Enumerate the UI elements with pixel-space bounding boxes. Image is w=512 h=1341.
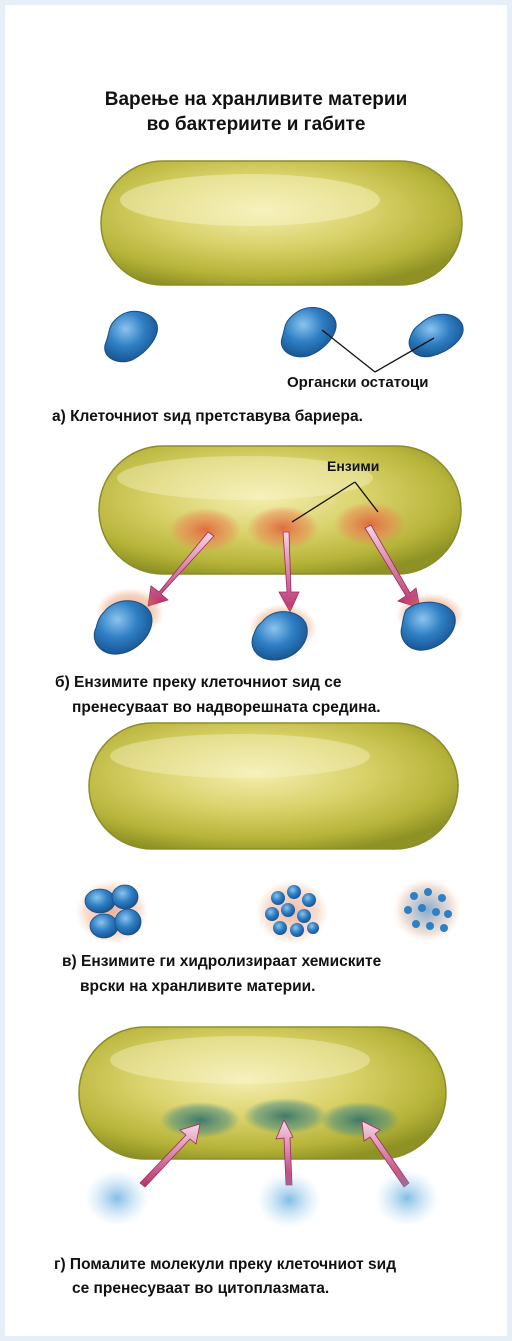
- enzyme-cluster-2: [247, 506, 319, 550]
- enzyme-cluster-3: [334, 502, 406, 546]
- partially-digested-matter-2: [256, 880, 328, 944]
- cell-highlight-c: [110, 734, 370, 778]
- pointer-line-remain-2: [322, 330, 375, 372]
- partially-digested-matter-1: [76, 880, 148, 944]
- caption-d-line-1: г) Помалите молекули преку клеточниот ѕи…: [54, 1254, 396, 1276]
- caption-d-line-2: се пренесуваат во цитоплазмата.: [72, 1278, 329, 1300]
- caption-b-line-1: б) Ензимите преку клеточниот ѕид се: [55, 672, 342, 694]
- absorbed-molecules-1: [160, 1102, 240, 1138]
- partially-digested-matter-3: [393, 878, 461, 942]
- label-enzymes: Ензими: [327, 458, 379, 474]
- absorbed-molecules-3: [320, 1102, 400, 1138]
- caption-a: а) Клеточниот ѕид претставува бариера.: [52, 406, 363, 428]
- organic-remain-1-a: [105, 311, 158, 361]
- caption-c-line-2: врски на хранливите материи.: [80, 976, 315, 998]
- organic-remain-2-a: [281, 307, 336, 356]
- small-molecules-1: [85, 1170, 149, 1226]
- caption-b-line-2: пренесуваат во надворешната средина.: [72, 697, 381, 719]
- label-organic-remains: Органски остатоци: [287, 374, 428, 391]
- cell-highlight-a: [120, 174, 380, 226]
- organic-remain-3-a: [409, 314, 463, 357]
- caption-c-line-1: в) Ензимите ги хидролизираат хемиските: [62, 951, 381, 973]
- small-molecules-2: [257, 1172, 321, 1228]
- organic-remain-3-b: [401, 602, 455, 650]
- cell-highlight-d: [110, 1036, 370, 1084]
- small-molecules-3: [375, 1170, 439, 1226]
